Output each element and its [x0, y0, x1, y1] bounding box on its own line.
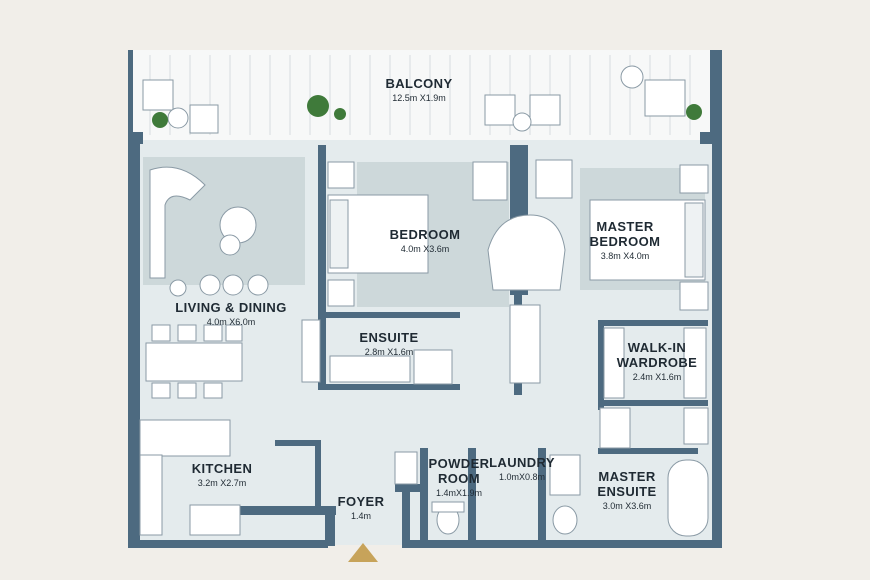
- room-name: LAUNDRY: [489, 455, 555, 470]
- ensuite-vanity: [329, 355, 411, 383]
- room-dimensions: 1.4m: [350, 510, 372, 521]
- room-label-laundry: LAUNDRY 1.0mX0.8m: [489, 455, 555, 482]
- room-label-master-bedroom: MASTER BEDROOM 3.8m X4.0m: [570, 219, 680, 261]
- room-dimensions: 4.0m X6.0m: [206, 316, 256, 327]
- plant-icon: [334, 108, 346, 120]
- room-dimensions: 1.4mX1.9m: [435, 487, 483, 498]
- room-name: BALCONY: [385, 76, 453, 91]
- plant-icon: [686, 104, 702, 120]
- bathtub: [667, 459, 709, 537]
- kitchen-island: [139, 419, 231, 457]
- kitchen-counter: [139, 454, 163, 536]
- room-label-powder-room: POWDER ROOM 1.4mX1.9m: [424, 456, 494, 498]
- living-sofa: [149, 166, 206, 279]
- room-name: WALK-IN WARDROBE: [616, 340, 698, 370]
- room-name: ENSUITE: [359, 330, 419, 345]
- plants: [152, 95, 702, 128]
- room-label-living-dining: LIVING & DINING 4.0m X6.0m: [175, 300, 287, 327]
- room-name: MASTER BEDROOM: [589, 219, 661, 249]
- dining-table: [145, 342, 243, 382]
- room-dimensions: 4.0m X3.6m: [400, 243, 450, 254]
- entry-triangle-icon: [348, 543, 378, 562]
- room-label-foyer: FOYER 1.4m: [337, 494, 385, 521]
- room-name: BEDROOM: [389, 227, 461, 242]
- room-label-walk-in-wardrobe: WALK-IN WARDROBE 2.4m X1.6m: [602, 340, 712, 382]
- room-dimensions: 3.0m X3.6m: [602, 500, 652, 511]
- room-dimensions: 3.2m X2.7m: [197, 477, 247, 488]
- furniture: [139, 65, 709, 537]
- room-dimensions: 3.8m X4.0m: [600, 250, 650, 261]
- plant-icon: [307, 95, 329, 117]
- room-name: LIVING & DINING: [175, 300, 287, 315]
- side-table: [219, 234, 241, 256]
- room-name: POWDER ROOM: [428, 456, 490, 486]
- walls: [128, 50, 722, 548]
- room-name: FOYER: [337, 494, 385, 509]
- room-label-ensuite: ENSUITE 2.8m X1.6m: [359, 330, 419, 357]
- room-dimensions: 12.5m X1.9m: [392, 92, 446, 103]
- room-label-kitchen: KITCHEN 3.2m X2.7m: [191, 461, 253, 488]
- room-name: KITCHEN: [191, 461, 253, 476]
- room-dimensions: 2.4m X1.6m: [632, 371, 682, 382]
- wardrobe-shelf: [509, 304, 541, 384]
- room-dimensions: 2.8m X1.6m: [364, 346, 414, 357]
- plant-icon: [152, 112, 168, 128]
- room-name: MASTER ENSUITE: [597, 469, 657, 499]
- room-label-balcony: BALCONY 12.5m X1.9m: [385, 76, 453, 103]
- room-label-master-ensuite: MASTER ENSUITE 3.0m X3.6m: [577, 469, 677, 511]
- room-label-bedroom: BEDROOM 4.0m X3.6m: [389, 227, 461, 254]
- room-dimensions: 1.0mX0.8m: [498, 471, 546, 482]
